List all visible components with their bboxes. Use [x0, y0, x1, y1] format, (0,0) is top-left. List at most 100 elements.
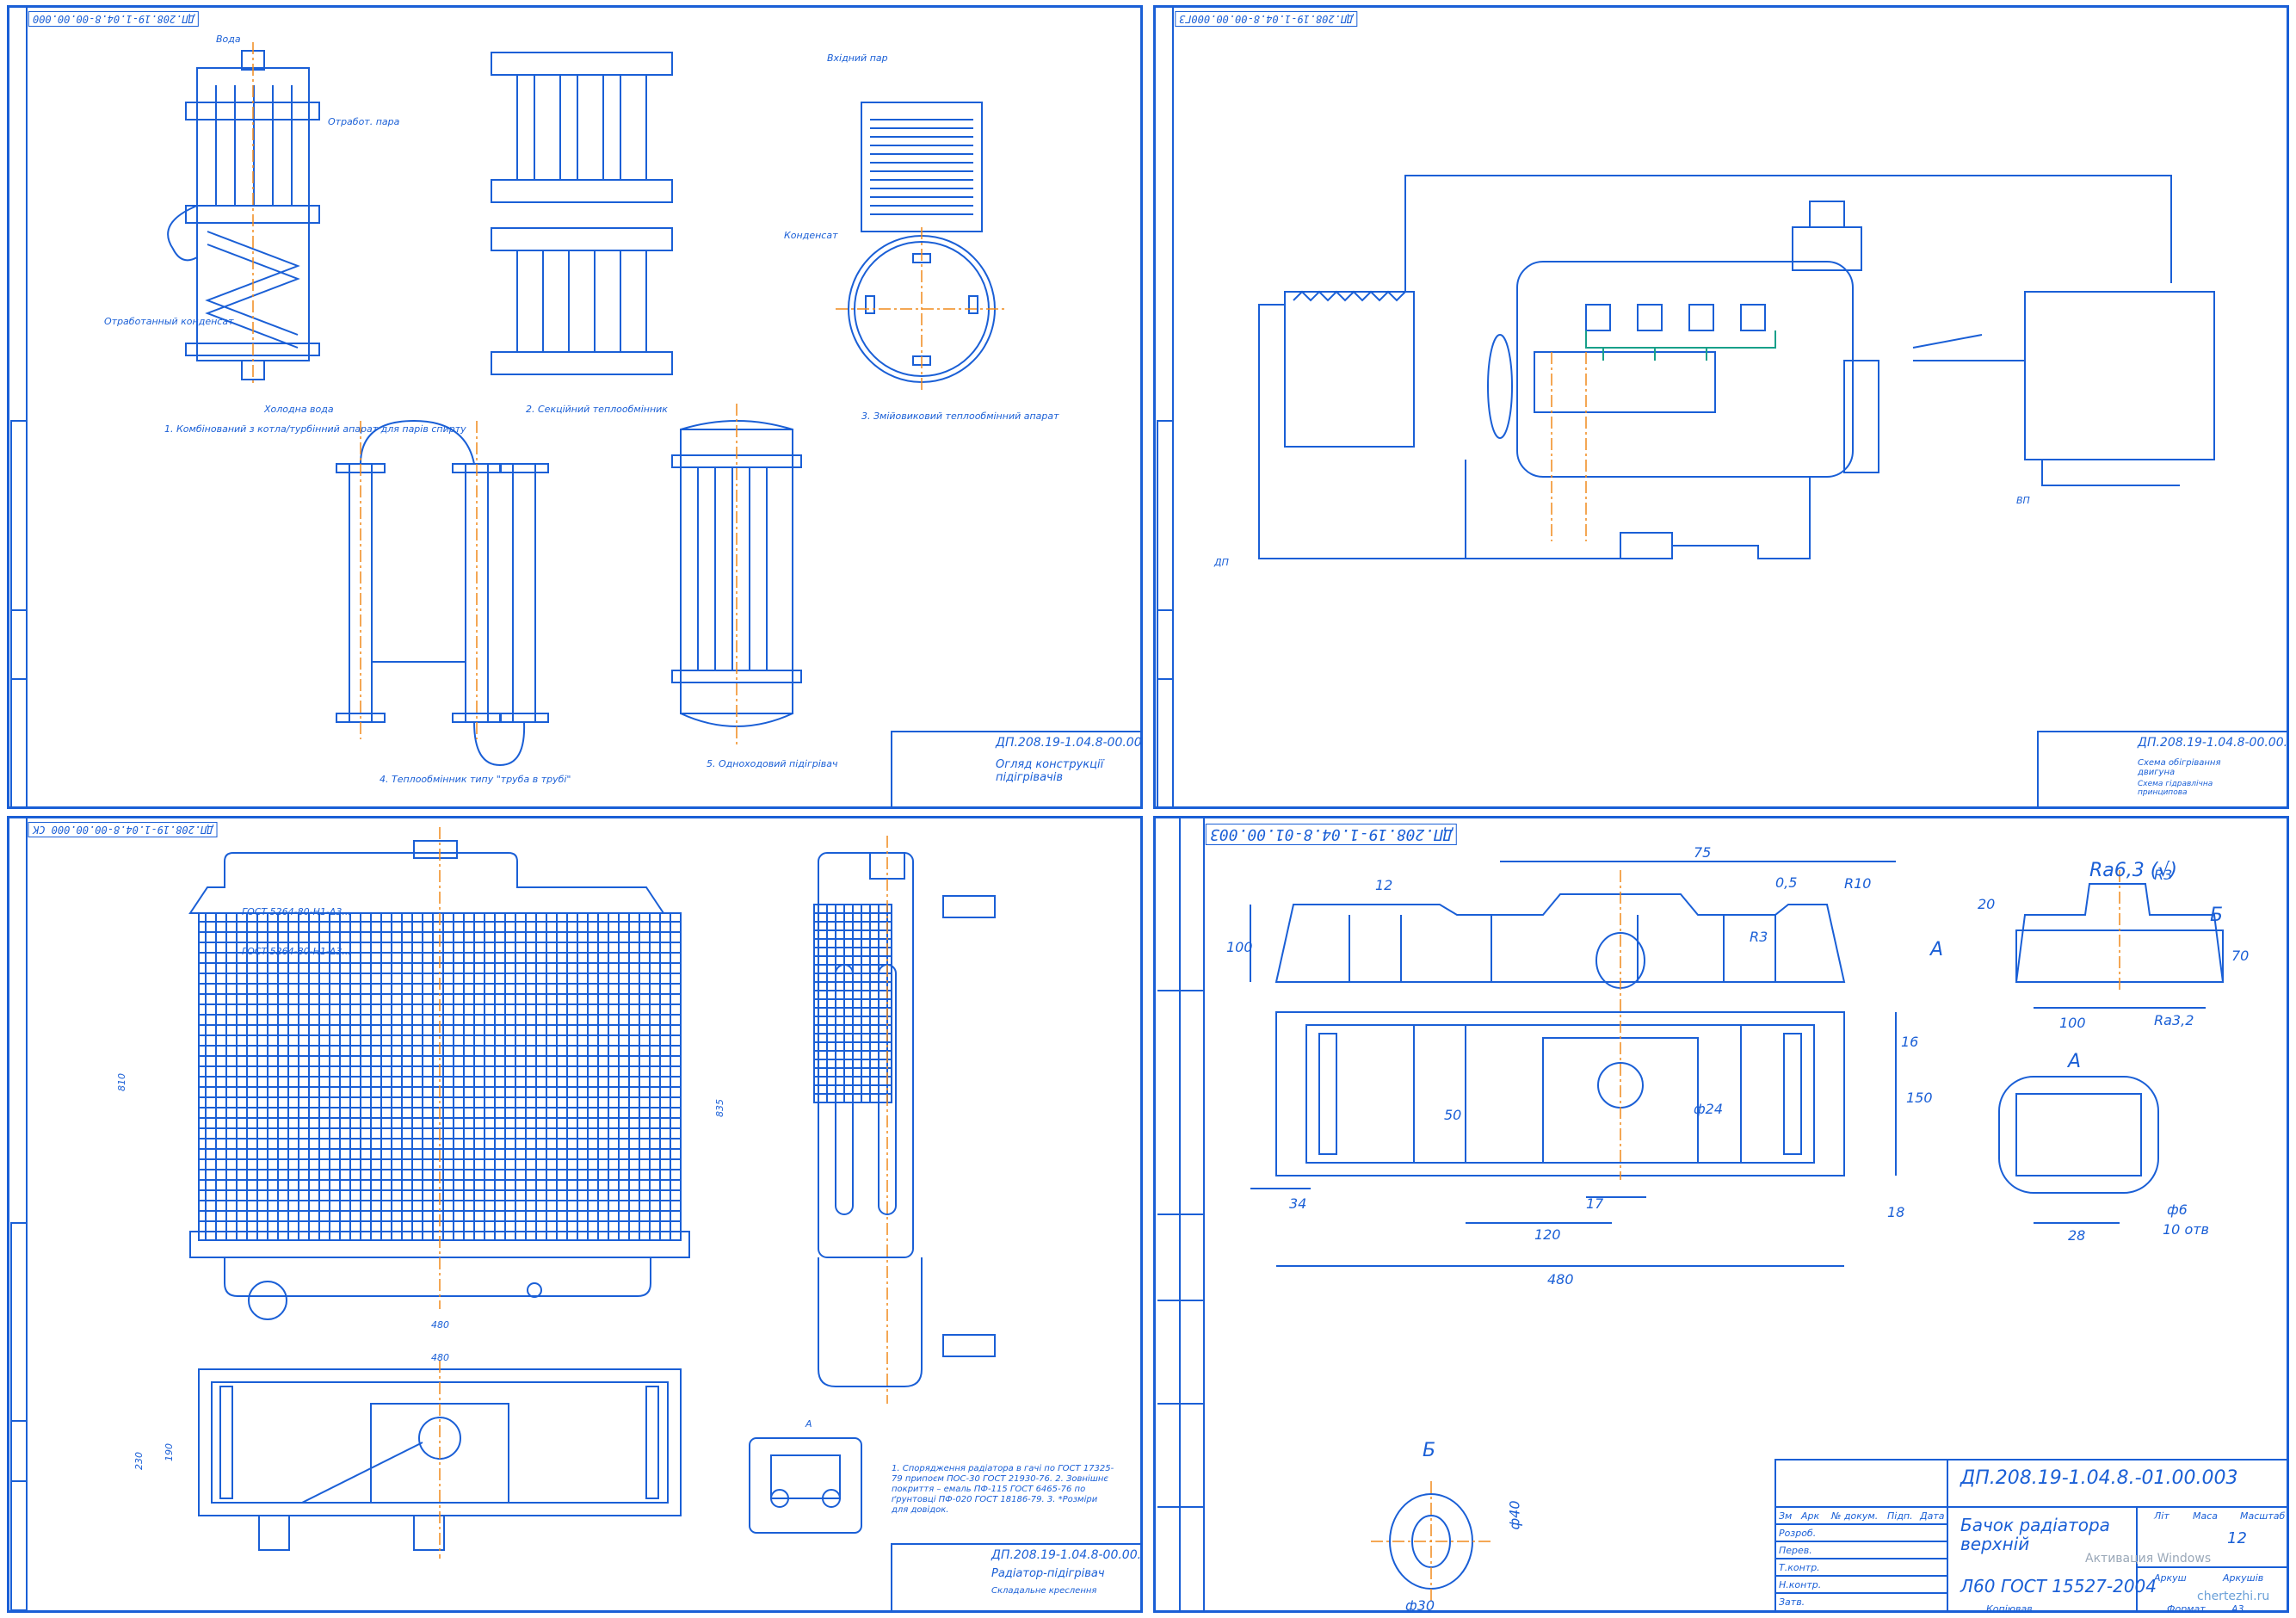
technical-notes: 1. Спорядження радіатора в гачі по ГОСТ … — [892, 1464, 1114, 1515]
dim-230: 230 — [133, 1452, 145, 1470]
view-a-title: А — [2068, 1051, 2082, 1072]
label-steam-in: Вхідний пар — [827, 52, 888, 64]
gost-weld-2: ГОСТ 5264-80-Н1-Δ3... — [242, 946, 351, 957]
dim-120: 120 — [1534, 1226, 1561, 1243]
sheet-radiator-assembly: ДП.208.19-1.04.8-00.00.000 СК ГОСТ 5264-… — [7, 816, 1143, 1613]
sheet-engine-heating-scheme: ДП.208.19-1.04.8-00.00.000ГЗ ДП ВП ДП.20… — [1153, 5, 2289, 809]
lit-label: Літ — [2154, 1510, 2169, 1522]
dim-835: 835 — [714, 1099, 725, 1117]
roughness-ra32: Ra3,2 — [2154, 1012, 2194, 1028]
sheet1-drawing-title: Огляд конструкції підігрівачів — [996, 758, 1104, 784]
sheet3-corner-code: ДП.208.19-1.04.8-00.00.000 СК — [28, 822, 218, 837]
sheet2-drawing-title: Схема обігрівання двигуна — [2138, 758, 2221, 777]
dim-810: 810 — [116, 1073, 127, 1091]
dim-d6: ф6 — [2167, 1201, 2188, 1218]
label-dp: ДП — [1214, 557, 1229, 568]
dim-r10: R10 — [1844, 875, 1872, 892]
windows-watermark: Активация Windows — [2085, 1552, 2212, 1566]
dim-20: 20 — [1978, 896, 1996, 912]
dim-d40: ф40 — [1506, 1500, 1523, 1530]
sheet-heaters-overview: ДП.208.19-1.04.8-00.00.000 Вода Отработ.… — [7, 5, 1143, 809]
sheet3-drawing-code: ДП.208.19-1.04.8-00.00.000 СК — [991, 1548, 1142, 1562]
dim-480-front: 480 — [431, 1319, 449, 1331]
format-label: Формат — [2167, 1603, 2206, 1613]
stamp-head-3: № докум. — [1831, 1510, 1879, 1522]
sheet-label: Аркуш — [2154, 1572, 2187, 1584]
dim-18: 18 — [1887, 1204, 1905, 1220]
dim-480-top: 480 — [431, 1352, 449, 1363]
dim-16: 16 — [1901, 1034, 1919, 1050]
dim-28: 28 — [2068, 1227, 2086, 1244]
stamp-row-3: Т.контр. — [1779, 1562, 1820, 1573]
sheet2-corner-code: ДП.208.19-1.04.8-00.00.000ГЗ — [1175, 11, 1358, 27]
stamp-row-4: Н.контр. — [1779, 1579, 1822, 1590]
caption-apparatus-1: 1. Комбінований з котла/турбінний апарат… — [164, 423, 466, 435]
scale-label: Масштаб — [2240, 1510, 2286, 1522]
sheet3-drawing-title: Радіатор-підігрівач — [991, 1567, 1105, 1580]
sheet2-drawing-code: ДП.208.19-1.04.8-00.00.000ГЗ — [2138, 736, 2288, 750]
sheet3-title-block: ДП.208.19-1.04.8-00.00.000 СК Радіатор-п… — [891, 1543, 1142, 1610]
dim-190: 190 — [164, 1443, 175, 1461]
gost-weld-1: ГОСТ 5264-80-Н1-Δ3... — [242, 906, 351, 917]
dim-70: 70 — [2231, 948, 2250, 964]
stamp-head-5: Дата — [1920, 1510, 1945, 1522]
label-vp: ВП — [2016, 495, 2030, 506]
format-value: А3 — [2231, 1603, 2244, 1613]
label-cold-water: Холодна вода — [264, 404, 334, 415]
sheet1-title-block: ДП.208.19-1.04.8-00.00.000 Огляд констру… — [891, 731, 1142, 806]
label-spent-steam: Отработ. пара — [328, 116, 400, 127]
dim-100-side: 100 — [2059, 1015, 2086, 1031]
view-b-title: Б — [1423, 1440, 1436, 1461]
dim-05: 0,5 — [1775, 874, 1798, 891]
stamp-row-1: Розроб. — [1779, 1528, 1817, 1539]
view-a-label: А — [805, 1418, 812, 1430]
sheet1-drawing-code: ДП.208.19-1.04.8-00.00.000 — [996, 736, 1142, 750]
sheet2-drawing — [1157, 8, 2215, 806]
sheet1-drawing — [10, 8, 1008, 806]
arrow-b: Б — [2210, 905, 2224, 926]
mass-value: 12 — [2227, 1529, 2247, 1547]
site-watermark: chertezhi.ru — [2197, 1590, 2270, 1603]
caption-apparatus-2: 2. Секційний теплообмінник — [526, 404, 668, 415]
label-spent-condensate: Отработанный конденсат — [104, 316, 234, 327]
sheet3-drawing-subtitle: Складальне креслення — [991, 1586, 1097, 1596]
caption-apparatus-3: 3. Змійовиковий теплообмінний апарат — [861, 411, 1059, 422]
stamp-row-2: Перев. — [1779, 1545, 1812, 1556]
dim-r3-front: R3 — [1750, 929, 1768, 945]
roughness-mark: Ra6,3 (√) — [2089, 860, 2177, 881]
stamp-row-5: Затв. — [1779, 1596, 1805, 1608]
sheet2-drawing-subtitle: Схема гідравлічна принципова — [2138, 780, 2213, 797]
sheet4-corner-code: ДП.208.19-1.04.8-01.00.003 — [1206, 824, 1457, 845]
label-water: Вода — [216, 34, 241, 45]
sheet4-drawing-code: ДП.208.19-1.04.8.-01.00.003 — [1960, 1467, 2238, 1489]
sheet-upper-tank-detail: ДП.208.19-1.04.8-01.00.003 Ra6,3 (√) 75 … — [1153, 816, 2289, 1613]
sheet1-corner-code: ДП.208.19-1.04.8-00.00.000 — [28, 11, 199, 27]
dim-holes: 10 отв — [2163, 1221, 2209, 1238]
sheet4-drawing-title: Бачок радіатора верхній — [1960, 1515, 2110, 1554]
dim-480: 480 — [1547, 1271, 1574, 1288]
caption-apparatus-4: 4. Теплообмінник типу "труба в трубі" — [380, 774, 571, 785]
dim-75: 75 — [1694, 844, 1712, 861]
dim-150: 150 — [1906, 1090, 1933, 1106]
caption-apparatus-5: 5. Одноходовий підігрівач — [707, 758, 838, 769]
dim-d30: ф30 — [1405, 1597, 1435, 1613]
dim-d24: ф24 — [1694, 1101, 1724, 1117]
sheet2-title-block: ДП.208.19-1.04.8-00.00.000ГЗ Схема обігр… — [2037, 731, 2288, 806]
dim-100-height: 100 — [1226, 939, 1253, 955]
sheet4-drawing — [1157, 818, 2287, 1610]
copy-label: Копіював — [1986, 1603, 2033, 1613]
dim-17: 17 — [1586, 1195, 1604, 1212]
arrow-a: А — [1930, 939, 1944, 960]
stamp-head-2: Арк — [1801, 1510, 1820, 1522]
label-condensate: Конденсат — [784, 230, 838, 241]
sheet3-drawing — [10, 818, 996, 1610]
sheets-label: Аркушів — [2223, 1572, 2264, 1584]
dim-r3-side: R3 — [2154, 867, 2173, 883]
dim-34: 34 — [1289, 1195, 1307, 1212]
stamp-head-4: Підп. — [1887, 1510, 1913, 1522]
mass-label: Маса — [2193, 1510, 2219, 1522]
sheet4-material: Л60 ГОСТ 15527-2004 — [1960, 1576, 2157, 1596]
dim-50: 50 — [1444, 1107, 1462, 1123]
dim-12: 12 — [1375, 877, 1393, 893]
stamp-head-1: Зм — [1779, 1510, 1793, 1522]
